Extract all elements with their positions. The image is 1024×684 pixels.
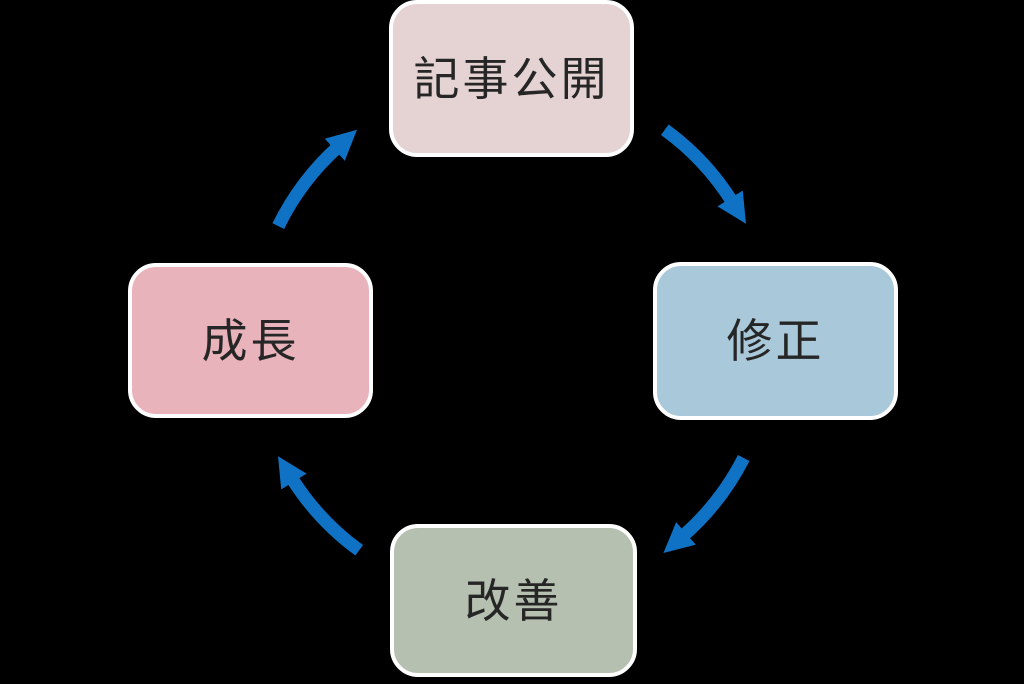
node-grow: 成長 bbox=[128, 263, 373, 418]
arrow-improve-to-grow bbox=[278, 456, 364, 556]
node-grow-label: 成長 bbox=[201, 314, 300, 367]
arrow-grow-to-publish bbox=[272, 129, 357, 230]
node-improve: 改善 bbox=[390, 524, 637, 677]
node-publish: 記事公開 bbox=[389, 0, 634, 157]
node-publish-label: 記事公開 bbox=[413, 52, 610, 105]
node-improve-label: 改善 bbox=[464, 574, 563, 627]
arrow-fix-to-improve bbox=[663, 455, 750, 553]
node-fix-label: 修正 bbox=[726, 315, 825, 367]
node-fix: 修正 bbox=[653, 262, 898, 420]
arrow-publish-to-fix bbox=[660, 124, 746, 224]
